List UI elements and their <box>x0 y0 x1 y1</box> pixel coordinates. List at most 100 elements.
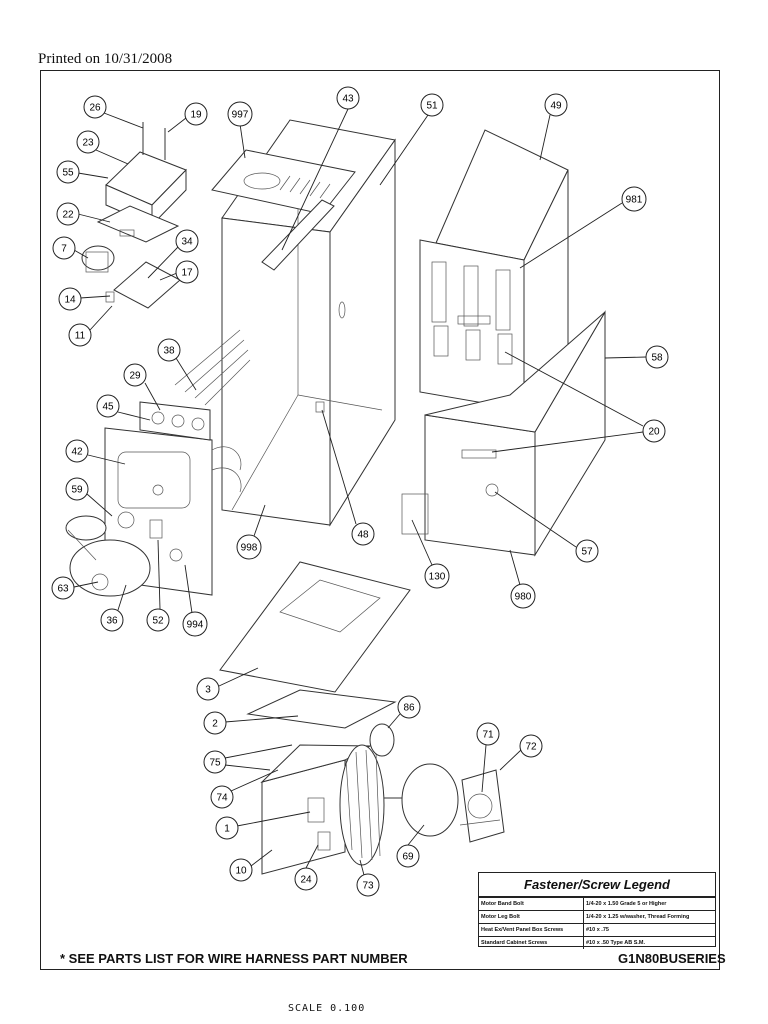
callout-number: 36 <box>106 616 118 627</box>
part-callout: 11 <box>68 323 92 347</box>
part-callout: 48 <box>351 522 375 546</box>
part-callout: 10 <box>229 858 253 882</box>
callout-number: 51 <box>426 101 438 112</box>
leader-lines <box>73 108 647 876</box>
top-panel-part <box>211 149 356 215</box>
legend-row: Standard Cabinet Screws #10 x .50 Type A… <box>479 936 715 949</box>
legend-spec: 1/4-20 x 1.25 w/washer, Thread Forming <box>583 910 715 924</box>
part-callout: 43 <box>336 86 360 110</box>
callout-number: 48 <box>357 530 369 541</box>
part-callout: 24 <box>294 867 318 891</box>
part-callout: 52 <box>146 608 170 632</box>
printed-date: Printed on 10/31/2008 <box>38 51 173 67</box>
callout-number: 981 <box>626 195 643 206</box>
part-callout: 63 <box>51 576 75 600</box>
callout-number: 71 <box>482 730 494 741</box>
part-callout: 59 <box>65 477 89 501</box>
part-callout: 19 <box>184 102 208 126</box>
legend-table: Motor Band Bolt 1/4-20 x 1.50 Grade 5 or… <box>479 897 715 949</box>
legend-row: Heat Ex/Vent Panel Box Screws #10 x .75 <box>479 923 715 937</box>
part-callout: 34 <box>175 229 199 253</box>
legend-row: Motor Leg Bolt 1/4-20 x 1.25 w/washer, T… <box>479 910 715 924</box>
callout-number: 11 <box>75 331 86 342</box>
callout-number: 23 <box>82 138 94 149</box>
callout-number: 63 <box>57 584 69 595</box>
callout-number: 17 <box>181 268 193 279</box>
part-callout: 55 <box>56 160 80 184</box>
callout-number: 20 <box>648 427 660 438</box>
legend-part: Standard Cabinet Screws <box>479 936 584 949</box>
part-callout: 86 <box>397 695 421 719</box>
part-callout: 980 <box>510 583 536 609</box>
callout-number: 74 <box>216 793 228 804</box>
callout-number: 29 <box>129 371 141 382</box>
callout-number: 58 <box>651 353 663 364</box>
part-callout: 22 <box>56 202 80 226</box>
part-callout: 981 <box>621 186 647 212</box>
part-callout: 26 <box>83 95 107 119</box>
callout-number: 42 <box>71 447 83 458</box>
callout-number: 69 <box>402 852 414 863</box>
part-callout: 75 <box>203 750 227 774</box>
part-callout: 1 <box>215 816 239 840</box>
callout-number: 24 <box>300 875 312 886</box>
part-callout: 2 <box>203 711 227 735</box>
part-callout: 49 <box>544 93 568 117</box>
part-callout: 38 <box>157 338 181 362</box>
callout-number: 43 <box>342 94 354 105</box>
part-callout: 997 <box>227 101 253 127</box>
bottom-panel-part <box>219 561 411 693</box>
part-callout: 74 <box>210 785 234 809</box>
callout-number: 72 <box>525 742 537 753</box>
model-series: G1N80BUSERIES <box>618 951 726 966</box>
part-callout: 23 <box>76 130 100 154</box>
callout-number: 22 <box>62 210 74 221</box>
legend-spec: 1/4-20 x 1.50 Grade 5 or Higher <box>583 897 715 911</box>
callout-number: 1 <box>224 824 230 835</box>
part-callout: 73 <box>356 873 380 897</box>
callout-number: 86 <box>403 703 415 714</box>
legend-spec: #10 x .75 <box>583 923 715 937</box>
part-callout: 57 <box>575 539 599 563</box>
callout-number: 997 <box>232 110 249 121</box>
callout-number: 14 <box>64 295 76 306</box>
callout-number: 55 <box>62 168 74 179</box>
part-callout: 45 <box>96 394 120 418</box>
blower-assembly-part <box>246 689 505 875</box>
inducer-blower-part <box>65 511 183 597</box>
callout-number: 57 <box>581 547 593 558</box>
lower-door-part <box>401 310 606 557</box>
control-module-part <box>81 122 187 309</box>
callout-number: 19 <box>190 110 202 121</box>
callout-number: 980 <box>515 592 532 603</box>
drawing-frame <box>40 70 720 970</box>
callout-number: 38 <box>163 346 175 357</box>
callout-number: 34 <box>181 237 193 248</box>
callout-number: 75 <box>209 758 221 769</box>
callout-number: 998 <box>241 543 258 554</box>
upper-door-part <box>419 129 569 412</box>
part-callout: 42 <box>65 439 89 463</box>
part-callout: 71 <box>476 722 500 746</box>
wire-harness-note: * SEE PARTS LIST FOR WIRE HARNESS PART N… <box>60 951 408 966</box>
part-callout: 998 <box>236 534 262 560</box>
callout-number: 3 <box>205 685 211 696</box>
part-callout: 51 <box>420 93 444 117</box>
callout-number: 26 <box>89 103 101 114</box>
legend-part: Motor Leg Bolt <box>479 910 584 924</box>
callout-number: 59 <box>71 485 83 496</box>
scale-label: SCALE 0.100 <box>288 1003 366 1014</box>
part-callout: 7 <box>52 236 76 260</box>
part-callout: 72 <box>519 734 543 758</box>
legend-part: Heat Ex/Vent Panel Box Screws <box>479 923 584 937</box>
callout-number: 130 <box>429 572 446 583</box>
callout-number: 10 <box>235 866 247 877</box>
part-callout: 20 <box>642 419 666 443</box>
part-callout: 14 <box>58 287 82 311</box>
part-callout: 130 <box>424 563 450 589</box>
legend-part: Motor Band Bolt <box>479 897 584 911</box>
legend-spec: #10 x .50 Type AB S.M. <box>583 936 715 949</box>
callout-number: 994 <box>187 620 204 631</box>
